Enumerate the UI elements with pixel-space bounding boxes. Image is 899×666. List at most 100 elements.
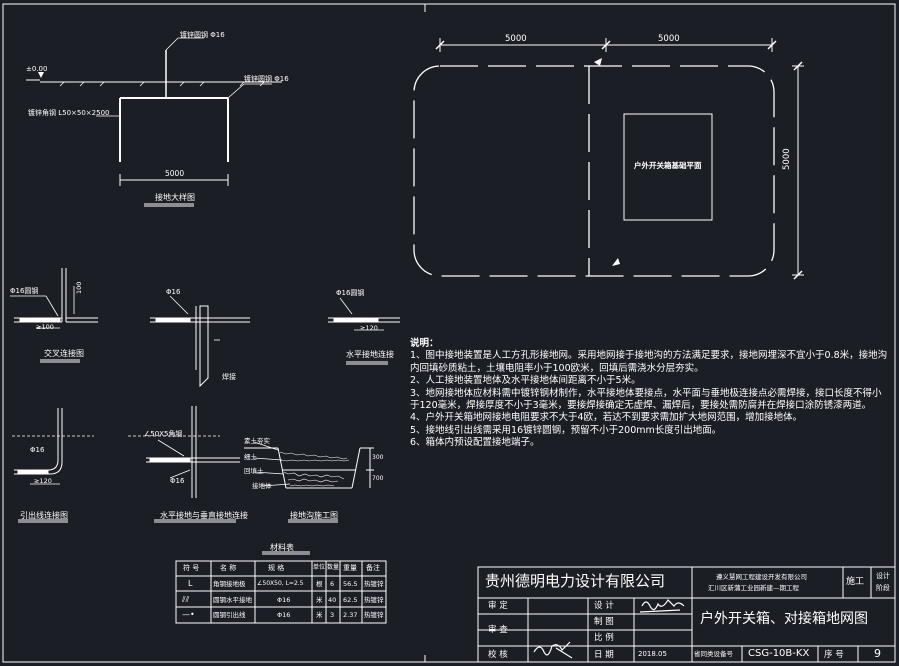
sheet-label: 序 号 xyxy=(824,650,844,660)
section-span: 5000 xyxy=(165,169,185,178)
row-draft: 制 图 xyxy=(594,617,614,627)
row-spec: Φ16 xyxy=(277,596,291,604)
row-unit: 米 xyxy=(316,611,323,619)
materials-header: 数量 xyxy=(327,564,340,571)
section-view xyxy=(26,37,282,207)
d5-label: ∠50X5角钢 xyxy=(144,430,183,438)
detail-trench xyxy=(244,441,374,523)
materials-title: 材料表 xyxy=(270,543,294,552)
row-unit: 根 xyxy=(316,580,323,588)
drawing-number: CSG-10B-KX xyxy=(748,648,810,659)
row-weight: 56.5 xyxy=(343,580,358,588)
materials-header: 单位 xyxy=(313,564,326,571)
materials-header: 符 号 xyxy=(183,564,200,572)
row-qty: 3 xyxy=(330,611,335,619)
d6-layer2: 细土 xyxy=(244,453,257,461)
materials-header: 名 称 xyxy=(220,564,237,572)
client-line1: 遵义慧网工程建设开发有限公司 xyxy=(716,573,807,581)
stage-small2: 阶段 xyxy=(876,584,890,592)
section-angle-label: 镀锌角钢 L50×50×2500 xyxy=(28,109,110,117)
row-unit: 米 xyxy=(316,596,323,604)
plan-dim-right: 5000 xyxy=(658,34,680,44)
stage: 施工 xyxy=(846,577,865,587)
d1-dim: ≥100 xyxy=(36,323,54,331)
detail-lead-out xyxy=(12,408,94,523)
row-design: 设 计 xyxy=(594,601,614,611)
stage-small1: 设计 xyxy=(876,572,890,580)
row-qty: 40 xyxy=(328,596,337,604)
d2-note: 焊接 xyxy=(222,373,236,381)
materials-header: 规 格 xyxy=(268,564,285,572)
row-symbol: L xyxy=(188,579,193,588)
d5-rod: Φ16 xyxy=(170,477,185,485)
row-weight: 2.37 xyxy=(343,611,358,619)
section-rod-label: 镀锌圆钢 Φ16 xyxy=(244,75,289,83)
note-item: 1、图中接地装置是人工方孔形接地网。采用地网接于接地沟的方法满足要求，接地网埋深… xyxy=(410,350,888,374)
materials-header: 重量 xyxy=(343,564,357,572)
detail-horizontal-connection xyxy=(328,297,400,365)
d6-dim1: 300 xyxy=(372,454,384,461)
d3-title: 水平接地连接 xyxy=(346,350,394,359)
note-item: 5、接地线引出线需采用16镀锌圆钢，预留不小于200mm长度引出地面。 xyxy=(410,424,722,436)
signature-marks xyxy=(533,599,685,659)
row-weight: 62.5 xyxy=(343,596,358,604)
plan-box-label: 户外开关箱基础平面 xyxy=(634,161,702,170)
notes-title: 说明： xyxy=(410,338,439,349)
d6-layer1: 素土夯实 xyxy=(244,437,270,445)
d6-layer4: 接地体 xyxy=(252,482,272,490)
d1-title: 交叉连接图 xyxy=(44,349,84,358)
d4-dim: ≥120 xyxy=(34,477,52,485)
d5-title: 水平接地与垂直接地连接 xyxy=(160,511,248,520)
d4-title: 引出线连接图 xyxy=(20,511,68,520)
row-name: 圆钢引出线 xyxy=(213,611,246,619)
company-name: 贵州德明电力设计有限公司 xyxy=(485,572,666,590)
row-approve: 审 定 xyxy=(488,601,508,611)
row-spec: Φ16 xyxy=(277,611,291,619)
title-block-lines xyxy=(477,566,896,663)
note-item: 3、地网接地体应材料需中镀锌钢材制作，水平接地体要接点，水平面与垂地极连接点必需… xyxy=(410,387,882,412)
materials-table-lines xyxy=(175,551,387,624)
plan-dim-left: 5000 xyxy=(505,34,527,44)
sheet-number: 9 xyxy=(874,647,881,660)
row-symbol: —• xyxy=(182,610,195,619)
row-symbol: ⫽⫽ xyxy=(182,595,190,604)
row-note: 热镀锌 xyxy=(364,596,384,604)
d6-layer3: 回填土 xyxy=(244,467,264,475)
row-qty: 6 xyxy=(330,580,335,588)
row-note: 热镀锌 xyxy=(364,611,384,619)
d3-label: Φ16圆钢 xyxy=(336,289,365,297)
row-check: 校 核 xyxy=(488,650,508,660)
section-title: 接地大样图 xyxy=(155,193,195,202)
d1-label: Φ16圆钢 xyxy=(10,287,39,295)
drawing-title: 户外开关箱、对接箱地网图 xyxy=(700,611,868,627)
note-item: 4、户外开关箱地网接地电阻要求不大于4欧，若达不到要求需加扩大地网范围，增加接地… xyxy=(410,412,803,424)
row-note: 热镀锌 xyxy=(364,580,384,588)
d3-dim: ≥120 xyxy=(360,324,378,332)
date-value: 2018.05 xyxy=(638,650,667,658)
detail-vertical-connection xyxy=(150,295,250,388)
plan-view xyxy=(413,38,804,280)
row-review: 审 查 xyxy=(488,625,508,635)
section-leader-top: 镀锌圆钢 Φ16 xyxy=(180,31,225,39)
row-date: 日 期 xyxy=(594,650,614,660)
cert-label: 省同类设备号 xyxy=(694,650,733,658)
ground-level-mark: ±0.00 xyxy=(26,65,48,73)
notes-block: 说明： 1、图中接地装置是人工方孔形接地网。采用地网接于接地沟的方法满足要求，接… xyxy=(410,338,890,450)
detail-cross-connection xyxy=(10,268,98,363)
note-item: 6、箱体内预设配置接地端子。 xyxy=(410,437,540,449)
d1-vdim: 100 xyxy=(75,281,83,294)
d2-label: Φ16 xyxy=(166,288,181,296)
d6-dim2: 700 xyxy=(372,475,384,482)
row-scale: 比 例 xyxy=(594,633,614,643)
plan-dim-side: 5000 xyxy=(782,148,792,170)
note-item: 2、人工接地装置地体及水平接地体间距离不小于5米。 xyxy=(410,375,641,387)
drawing-border xyxy=(2,3,896,663)
detail-angle-connection xyxy=(128,406,240,523)
row-name: 圆钢水平接地 xyxy=(213,596,252,604)
d4-label: Φ16 xyxy=(30,446,45,454)
d6-title: 接地沟施工图 xyxy=(290,511,338,520)
client-line2: 汇川区新蒲工业园新建—期工程 xyxy=(708,584,799,592)
row-name: 角钢接地极 xyxy=(213,580,246,588)
